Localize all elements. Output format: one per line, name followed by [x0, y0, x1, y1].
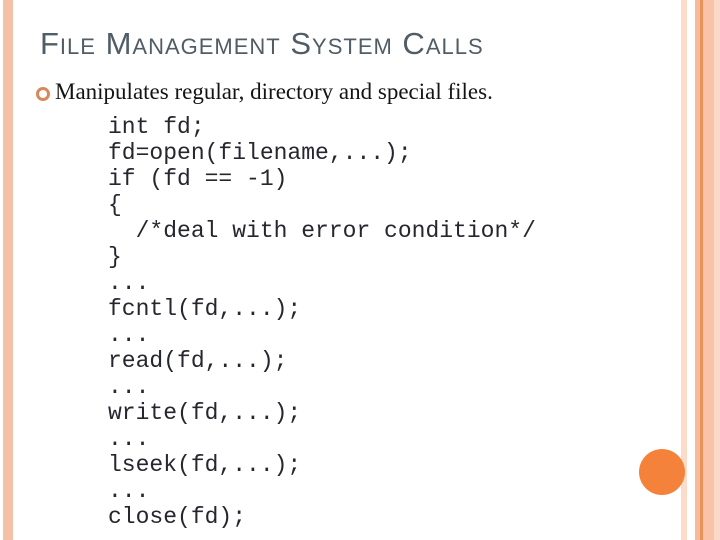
code-line: close(fd);	[108, 504, 247, 530]
right-stripe-pale	[681, 0, 687, 540]
code-line: ...	[108, 478, 150, 504]
code-block: int fd; fd=open(filename,...); if (fd ==…	[108, 114, 536, 530]
right-stripe-gap	[687, 0, 695, 540]
right-stripe-edge	[714, 0, 720, 540]
code-line: ...	[108, 322, 150, 348]
code-line: if (fd == -1)	[108, 166, 288, 192]
code-line: read(fd,...);	[108, 348, 288, 374]
right-border-stripes	[681, 0, 720, 540]
decorative-circle	[639, 449, 685, 495]
right-stripe-wide	[703, 0, 714, 540]
slide-title: File Management System Calls	[40, 26, 484, 61]
code-line: ...	[108, 426, 150, 452]
bullet-item: Manipulates regular, directory and speci…	[36, 76, 493, 108]
code-line: ...	[108, 374, 150, 400]
code-line: }	[108, 244, 122, 270]
code-line: lseek(fd,...);	[108, 452, 302, 478]
code-line: {	[108, 192, 122, 218]
code-line: int fd;	[108, 114, 205, 140]
right-stripe-salmon	[695, 0, 700, 540]
code-line: fd=open(filename,...);	[108, 140, 412, 166]
circle-bullet-icon	[36, 87, 50, 101]
code-line: write(fd,...);	[108, 400, 302, 426]
right-stripe-accent	[700, 0, 703, 540]
bullet-text: Manipulates regular, directory and speci…	[55, 79, 493, 104]
code-line: fcntl(fd,...);	[108, 296, 302, 322]
left-border-stripe	[3, 0, 13, 540]
code-line: ...	[108, 270, 150, 296]
code-line: /*deal with error condition*/	[108, 218, 536, 244]
